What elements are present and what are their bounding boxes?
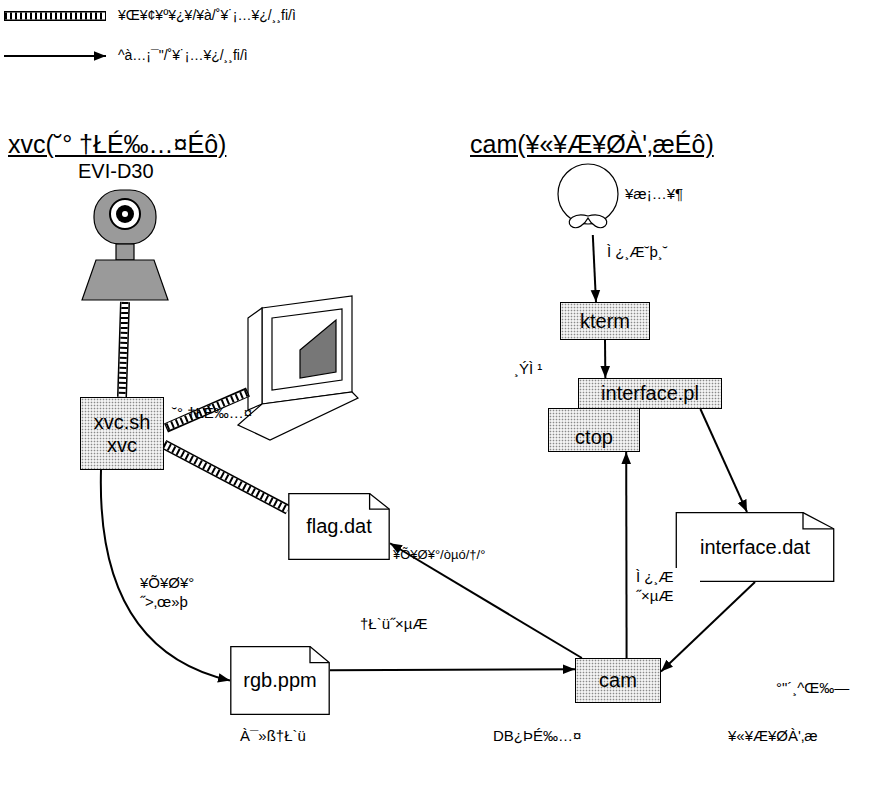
- section-title: cam(¥«¥Æ¥ØÀ'‚æÉô): [470, 130, 714, 159]
- node-text: interface.pl: [601, 382, 699, 405]
- process-box: ctop: [548, 408, 640, 452]
- flow-arrow: [605, 340, 606, 378]
- process-box: interface.pl: [578, 378, 722, 409]
- edge-label: Ì ¿¸Æ˘þ¸˘: [605, 243, 670, 262]
- node-text: flag.dat: [306, 515, 372, 538]
- legend-text: ^à…¡¯"/˚¥˙¡…¥¿/¸¸fi/ì: [118, 47, 248, 63]
- flow-arrow: [390, 543, 582, 658]
- process-box: kterm: [560, 302, 650, 340]
- camera-node: EVI-D30: [70, 160, 180, 302]
- edge-label: ¥Õ¥Ø¥° ˝>‚œ»þ: [138, 574, 220, 612]
- node-text: rgb.ppm: [243, 669, 316, 692]
- node-text: cam: [599, 669, 637, 692]
- edge-label: †Ł`ü˝×µÆ: [358, 615, 429, 634]
- annotation-label: DB¿ÞÉ‰…¤: [493, 727, 581, 744]
- camera-icon: [70, 186, 180, 302]
- flow-arrow: [700, 409, 747, 512]
- node-text: kterm: [580, 310, 630, 333]
- flow-arrow: [101, 470, 230, 681]
- annotation-label: ¸ÝÌ ¹: [514, 360, 542, 377]
- file-document: flag.dat: [288, 493, 390, 560]
- annotation-label: ¥«¥Æ¥ØÀ'‚æ: [728, 727, 818, 744]
- file-document: rgb.ppm: [230, 646, 330, 715]
- flow-arrow: [330, 669, 575, 671]
- node-heading: EVI-D30: [78, 160, 154, 183]
- annotation-label: °"´¸^Œ‰—: [776, 679, 849, 696]
- section-title: xvc(˘° †ŁÉ‰…¤Éô): [8, 130, 226, 159]
- process-box: cam: [575, 658, 661, 703]
- annotation-label: ¥Õ¥Ø¥°/òµó/†/°: [393, 547, 485, 562]
- legend-arrow-sample: [4, 55, 106, 57]
- annotation-label: À¯»ß†Ł`ü: [240, 727, 306, 744]
- node-text: xvc.sh xvc: [91, 411, 153, 457]
- node-heading: ¥æ¡…¥¶: [625, 185, 683, 202]
- legend-text: ¥Œ¥¢¥º¥¿¥/¥à/˚¥˙¡…¥¿/¸¸fi/ì: [118, 7, 296, 23]
- flow-arrow: [593, 235, 596, 302]
- monitor-icon: [238, 296, 358, 440]
- node-text: ctop: [575, 426, 613, 449]
- process-box: xvc.sh xvc: [80, 397, 164, 470]
- cable-link: [122, 302, 125, 397]
- user-icon: [555, 160, 625, 235]
- edge-label: Ì ¿¸Æ ˝×µÆ: [634, 568, 700, 606]
- cable-link: [164, 444, 288, 509]
- user-node: ¥æ¡…¥¶: [555, 160, 690, 235]
- legend-hatch-sample: [4, 16, 106, 17]
- node-text: interface.dat: [700, 536, 810, 559]
- annotation-label: ˘° †ŁÉ‰…¤: [172, 404, 252, 421]
- flow-arrow: [626, 452, 627, 658]
